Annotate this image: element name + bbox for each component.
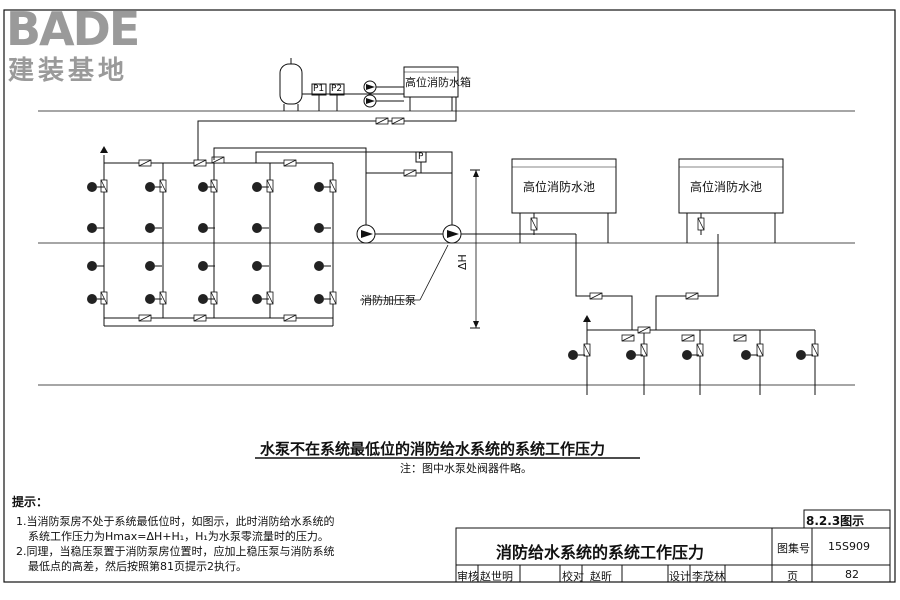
figure-note: 注：图中水泵处阀器件略。: [400, 462, 532, 475]
left-riser-network: [100, 146, 337, 327]
pool-left-label: 高位消防水池: [523, 180, 596, 194]
delta-h-label: ΔH: [456, 254, 469, 270]
design-label: 设计: [669, 570, 691, 583]
height-dimension: [470, 169, 480, 329]
title-block-title: 消防给水系统的系统工作压力: [496, 543, 705, 562]
pressure-tank: [279, 58, 303, 111]
designer-name: 李茂林: [692, 570, 725, 583]
page-number: 82: [845, 568, 859, 581]
brand-logo: BADE: [6, 2, 140, 56]
brand-logo-subtitle: 建装基地: [8, 56, 129, 86]
atlas-number: 15S909: [828, 540, 870, 553]
figure-reference: 8.2.3图示: [806, 514, 865, 528]
roof-tank-label: 高位消防水箱: [405, 76, 471, 89]
drawing-border: [3, 9, 896, 583]
gauge-p1-label: P1: [313, 84, 325, 94]
checker-name: 赵昕: [590, 570, 612, 583]
title-block: [455, 509, 891, 583]
note-line: 1.当消防泵房不处于系统最低位时，如图示，此时消防给水系统的: [16, 515, 335, 528]
pool-right-label: 高位消防水池: [690, 180, 763, 194]
high-level-pool-left: [511, 158, 617, 243]
note-line: 系统工作压力为Hmax=ΔH+H₁，H₁为水泵零流量时的压力。: [28, 530, 329, 543]
right-distribution-network: [567, 234, 819, 395]
stabilizer-pump-icon: [302, 80, 404, 108]
page-label: 页: [787, 570, 798, 583]
note-line: 最低点的高差，然后按照第81页提示2执行。: [28, 560, 247, 573]
reviewer-name: 赵世明: [480, 570, 513, 583]
check-label: 校对: [562, 570, 584, 583]
pressure-gauge-p2: [329, 83, 345, 111]
pressure-gauge-p1: [311, 83, 327, 111]
atlas-number-label: 图集号: [777, 542, 810, 555]
roof-water-tank: [403, 66, 459, 111]
gauge-p2-label: P2: [331, 84, 343, 94]
booster-pump-network: [213, 147, 576, 301]
gauge-p-label: P: [418, 152, 424, 162]
figure-title: 水泵不在系统最低位的消防给水系统的系统工作压力: [260, 440, 606, 458]
note-line: 2.同理，当稳压泵置于消防泵房位置时，应加上稳压泵与消防系统: [16, 545, 335, 558]
booster-pump-label: 消防加压泵: [361, 294, 416, 307]
notes-heading: 提示：: [12, 495, 49, 509]
review-label: 审核: [457, 570, 479, 583]
high-level-pool-right: [678, 158, 784, 243]
